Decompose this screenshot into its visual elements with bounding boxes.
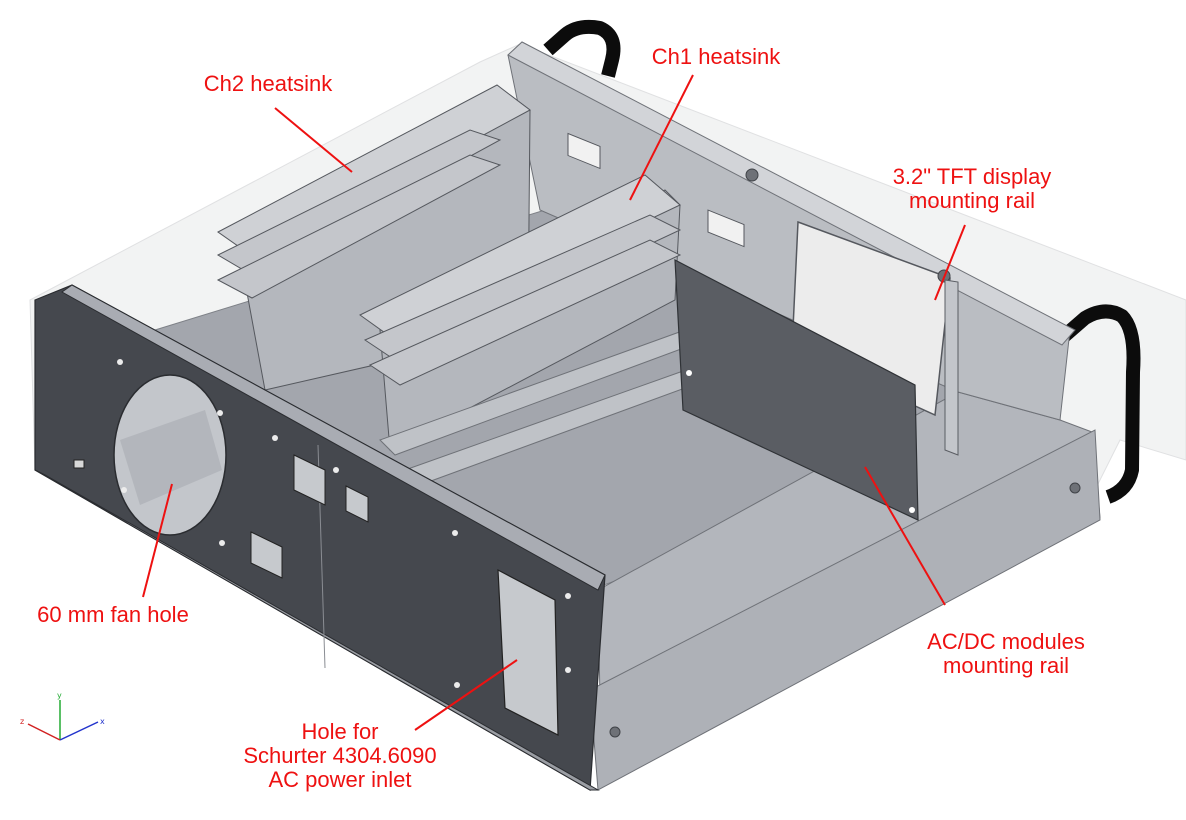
front-panel-screw-hole — [272, 435, 278, 441]
coordinate-triad: y x z — [20, 691, 105, 741]
front-panel-square-cutout — [250, 531, 283, 579]
callout-text: Ch2 heatsink — [203, 71, 333, 96]
ch1-heatsink-fin — [363, 214, 682, 363]
triad-y-label: y — [57, 691, 62, 700]
triad-x-label: x — [100, 717, 105, 726]
callout-text: 60 mm fan hole — [37, 602, 189, 627]
front-panel-screw-hole — [454, 682, 460, 688]
front-panel-small-slot — [73, 459, 85, 469]
front-panel-screw-hole — [121, 487, 127, 493]
leader-line-acdc — [864, 466, 946, 606]
rear-panel-slot — [707, 209, 745, 248]
tft-mounting-rail — [944, 279, 959, 456]
acdc-mounting-rail — [674, 258, 919, 521]
callout-fan-hole: 60 mm fan hole — [16, 603, 210, 627]
side-wall-screw-hole — [609, 726, 621, 738]
rear-panel-screw-hole — [745, 168, 759, 182]
callout-ch2-heatsink: Ch2 heatsink — [178, 72, 358, 96]
front-panel-bottom-flange — [34, 469, 600, 791]
callout-ch1-heatsink: Ch1 heatsink — [630, 45, 802, 69]
callout-text: Ch1 heatsink — [651, 44, 781, 69]
callout-text-line: 3.2" TFT display — [892, 164, 1052, 189]
front-panel-screw-hole — [117, 359, 123, 365]
front-panel-square-cutout — [293, 454, 326, 506]
triad-z-label: z — [20, 717, 24, 726]
leader-line-fan — [142, 483, 173, 598]
callout-text-line: AC/DC modules — [927, 629, 1085, 654]
acdc-rail-hole — [686, 370, 692, 376]
fan-hole-interior — [120, 410, 222, 505]
acdc-rail-hole — [909, 507, 915, 513]
rear-handle-top — [543, 19, 621, 78]
front-panel-screw-hole — [452, 530, 458, 536]
leader-line-ch1 — [629, 74, 694, 201]
front-panel-top-lip — [61, 284, 606, 591]
triad-x-axis — [59, 721, 99, 741]
callout-tft-display-rail: 3.2" TFT display mounting rail — [862, 165, 1082, 213]
front-panel-screw-hole — [219, 540, 225, 546]
callout-text-line: mounting rail — [909, 188, 1035, 213]
front-panel-screw-hole — [565, 593, 571, 599]
side-wall-screw-hole — [1069, 482, 1081, 494]
triad-z-axis — [27, 723, 61, 741]
front-panel-screw-hole — [217, 410, 223, 416]
callout-text-line: mounting rail — [943, 653, 1069, 678]
front-panel-screw-hole — [333, 467, 339, 473]
callout-text-line: AC power inlet — [268, 767, 412, 792]
power-inlet-hole — [497, 568, 559, 736]
rear-panel-lip — [507, 41, 1076, 346]
callout-text-line: Hole for — [301, 719, 379, 744]
front-panel-screw-hole — [565, 667, 571, 673]
callout-text-line: Schurter 4304.6090 — [243, 743, 437, 768]
rear-handle-right — [1057, 304, 1141, 504]
callout-acdc-rail: AC/DC modules mounting rail — [896, 630, 1116, 678]
callout-power-inlet: Hole for Schurter 4304.6090 AC power inl… — [214, 720, 466, 792]
right-side-wall-outer — [589, 429, 1101, 791]
leader-line-tft — [934, 224, 966, 301]
leader-line-inlet — [414, 659, 518, 731]
ch1-heatsink-fin — [368, 239, 682, 386]
front-panel-square-cutout — [345, 485, 369, 523]
ch2-heatsink-fin — [216, 154, 502, 299]
leader-line-ch2 — [274, 107, 353, 173]
rear-panel-slot — [567, 132, 601, 170]
